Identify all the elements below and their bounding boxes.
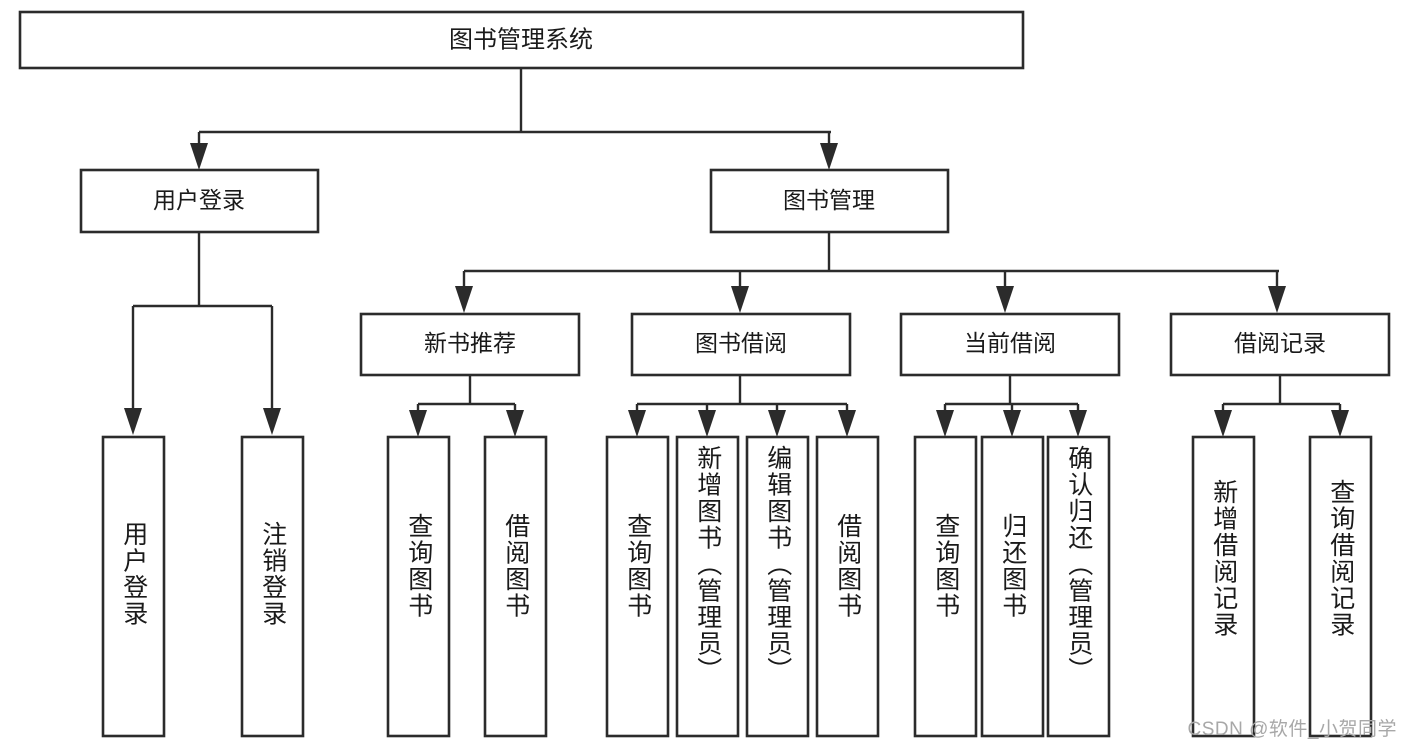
node-new-book-rec[interactable]: 新书推荐 [359,312,581,377]
arrow-head-userlogin [190,143,208,170]
node-leaf-user-login-box[interactable] [101,435,166,738]
arrow-head-newbookrec [455,286,473,313]
node-new-book-rec-box[interactable] [359,312,581,377]
node-book-borrow-box[interactable] [630,312,852,377]
node-new-book-rec-label: 新书推荐 [424,330,516,356]
arrow-head-leaf-borrow-edit [768,410,786,437]
node-borrow-record[interactable]: 借阅记录 [1169,312,1391,377]
arrow-head-borrowrecord [1268,286,1286,313]
node-leaf-borrow-do-box[interactable] [815,435,880,738]
node-root[interactable]: 图书管理系统 [18,10,1025,70]
arrow-head-leaf-cur-query [936,410,954,437]
node-book-manage-label: 图书管理 [783,187,875,213]
node-user-login-label: 用户登录 [153,187,245,213]
node-leaf-cur-return-box[interactable] [980,435,1045,738]
arrow-head-bookmanage [820,143,838,170]
node-user-login[interactable]: 用户登录 [79,168,320,234]
node-root-box[interactable] [18,10,1025,70]
arrow-head-leaf-rec-borrow [506,410,524,437]
node-leaf-rec-borrow-box[interactable] [483,435,548,738]
node-leaf-borrow-query-box[interactable] [605,435,670,738]
arrow-head-leaf-rec-add [1214,410,1232,437]
watermark: CSDN @软件_小贺同学 [1187,719,1397,740]
node-book-manage[interactable]: 图书管理 [709,168,950,234]
connector-layer [124,68,1349,437]
node-leaf-rec-query2-box[interactable] [1308,435,1373,738]
node-user-login-box[interactable] [79,168,320,234]
node-book-manage-box[interactable] [709,168,950,234]
node-leaf-rec-query-box[interactable] [386,435,451,738]
arrow-head-bookborrow [731,286,749,313]
node-book-borrow[interactable]: 图书借阅 [630,312,852,377]
arrow-head-leaf-cur-return [1003,410,1021,437]
node-current-borrow-label: 当前借阅 [964,330,1056,356]
node-book-borrow-label: 图书借阅 [695,330,787,356]
arrow-head-leaf-borrow-add [698,410,716,437]
arrow-head-leaf-rec-query [409,410,427,437]
arrow-head-leaf-rec-query2 [1331,410,1349,437]
node-leaf-borrow-edit-box[interactable] [745,435,810,738]
node-leaf-user-logout-box[interactable] [240,435,305,738]
arrow-head-currentborrow [996,286,1014,313]
node-current-borrow-box[interactable] [899,312,1121,377]
node-leaf-cur-confirm-box[interactable] [1046,435,1111,738]
node-root-label: 图书管理系统 [449,26,593,53]
node-leaf-cur-query-box[interactable] [913,435,978,738]
arrow-head-leaf-user-logout [263,408,281,435]
arrow-head-leaf-borrow-query [628,410,646,437]
node-borrow-record-label: 借阅记录 [1234,330,1326,356]
node-leaf-borrow-add-box[interactable] [675,435,740,738]
arrow-head-leaf-borrow-do [838,410,856,437]
node-layer: 图书管理系统 用户登录 图书管理 新书推荐 图书借阅 [18,10,1391,738]
node-leaf-rec-add-box[interactable] [1191,435,1256,738]
arrow-head-leaf-user-login [124,408,142,435]
node-current-borrow[interactable]: 当前借阅 [899,312,1121,377]
node-borrow-record-box[interactable] [1169,312,1391,377]
arrow-head-leaf-cur-confirm [1069,410,1087,437]
